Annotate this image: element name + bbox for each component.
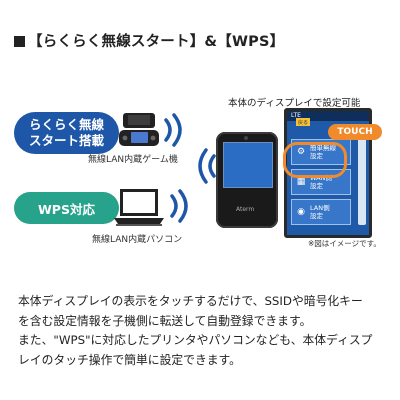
square-bullet-icon: [14, 36, 25, 47]
gear-icon: ⚙: [296, 147, 306, 157]
screen-back-tab[interactable]: 戻る: [296, 118, 310, 126]
status-lte: LTE: [291, 112, 301, 119]
game-console-caption: 無線LAN内蔵ゲーム機: [88, 155, 178, 165]
screen-scrollbar[interactable]: [358, 135, 366, 225]
device-brand-text: Aterm: [236, 206, 255, 213]
touch-highlight-ring: [283, 142, 347, 178]
wifi-wave-router-icon: [198, 148, 216, 184]
wifi-wave-game-icon: [164, 113, 182, 147]
wps-badge-text: WPS対応: [38, 201, 95, 217]
wan-icon: ▦: [296, 177, 306, 187]
wps-badge: WPS対応: [14, 192, 119, 224]
tile-label: 簡単無線 設定: [310, 144, 336, 160]
raku-musen-start-badge: らくらく無線 スタート搭載: [14, 112, 119, 154]
wifi-wave-laptop-icon: [170, 189, 188, 223]
image-note: ※図はイメージです。: [308, 239, 381, 248]
touch-bubble: TOUCH: [328, 124, 382, 140]
wifi-icon: ◉: [297, 207, 305, 217]
raku-badge-line1: らくらく無線: [28, 117, 104, 132]
mobile-router-device: Aterm: [216, 132, 278, 228]
tile-label: LAN側 設定: [310, 204, 330, 220]
device-camera: [244, 136, 248, 140]
tile-label: WAN側 設定: [310, 174, 332, 190]
tile-lan-setup[interactable]: ◉ LAN側 設定: [291, 199, 351, 225]
description-text: 本体ディスプレイの表示をタッチするだけで、SSIDや暗号化キー を含む設定情報を…: [18, 292, 388, 370]
screen-status-bar: LTE: [287, 111, 369, 121]
description-line: 本体ディスプレイの表示をタッチするだけで、SSIDや暗号化キー: [18, 294, 363, 308]
screen-setting-caption: 本体のディスプレイで設定可能: [228, 98, 361, 109]
laptop-icon: [114, 189, 164, 226]
raku-badge-line2: スタート搭載: [28, 133, 104, 148]
page-title-text: 【らくらく無線スタート】&【WPS】: [28, 34, 285, 50]
device-screen: [223, 142, 273, 188]
description-line: を含む設定情報を子機側に転送して自動登録できます。: [18, 313, 312, 328]
laptop-caption: 無線LAN内蔵パソコン: [92, 235, 183, 245]
description-line: また、"WPS"に対応したプリンタやパソコンなども、本体ディスプ: [18, 333, 373, 347]
description-line: レイのタッチ操作で簡単に設定できます。: [18, 352, 241, 367]
touch-text: TOUCH: [337, 127, 373, 137]
page-title: 【らくらく無線スタート】&【WPS】: [14, 30, 284, 51]
game-console-icon: [119, 113, 159, 146]
